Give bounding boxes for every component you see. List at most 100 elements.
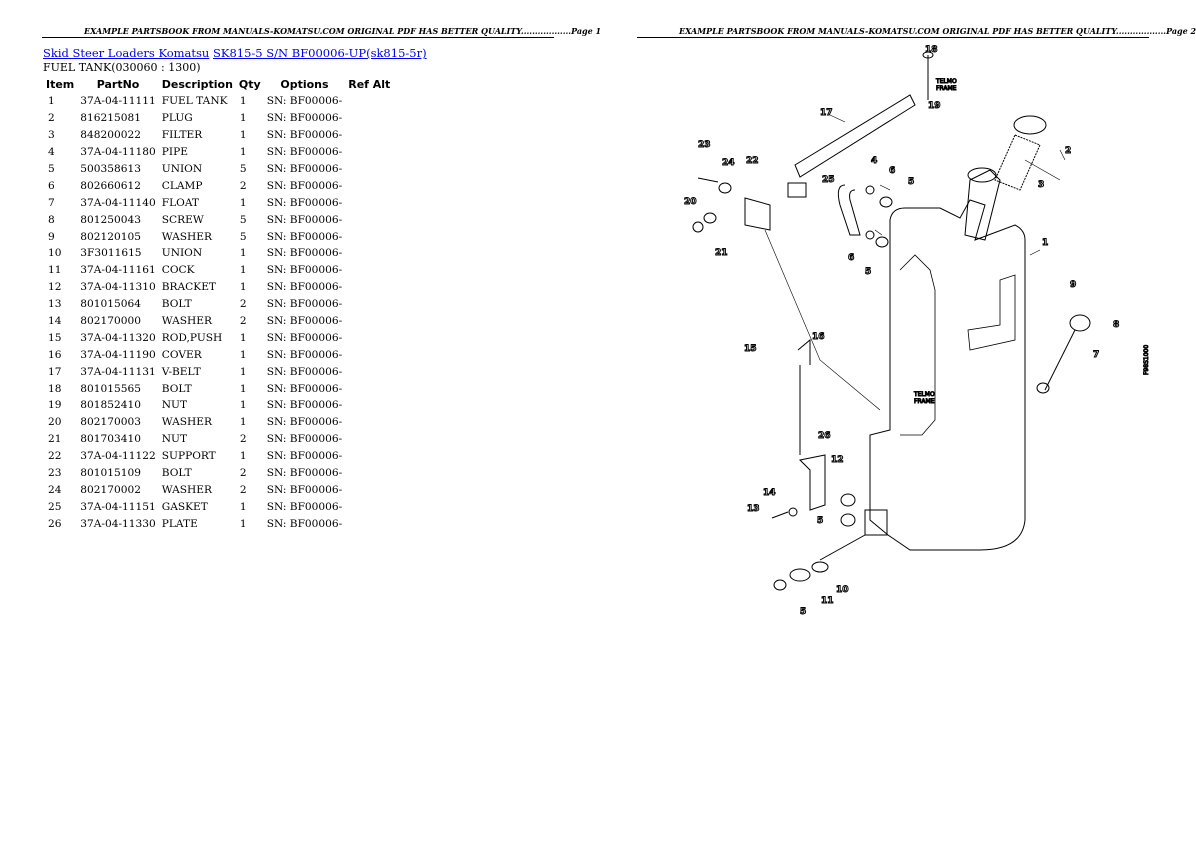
breadcrumb-link-model[interactable]: SK815-5 S/N BF00006-UP(sk815-5r): [213, 46, 427, 60]
cell-partno: 802170003: [80, 416, 141, 429]
drain-leader: [819, 534, 866, 561]
callout-20: 20: [684, 197, 697, 207]
cell-item: 3: [48, 129, 55, 142]
cell-ref-alt: [345, 380, 393, 397]
cell-ref-alt: [345, 110, 393, 127]
cell-ref-alt: [345, 296, 393, 313]
cell-description: NUT: [161, 399, 188, 412]
cell-qty: 1: [239, 146, 247, 159]
callout-5-bottom: 5: [800, 607, 806, 617]
cell-ref-alt: [345, 329, 393, 346]
cell-item: 9: [48, 230, 55, 243]
cell-qty: 5: [239, 213, 247, 226]
cell-partno: 801703410: [80, 433, 141, 446]
callout-13: 13: [747, 504, 760, 514]
callout-21: 21: [715, 248, 728, 258]
cell-item: 25: [48, 500, 62, 513]
cell-item: 8: [48, 213, 55, 226]
cell-ref-alt: [345, 465, 393, 482]
cell-description: BOLT: [161, 382, 192, 395]
filler-plug: [1013, 115, 1047, 135]
cell-ref-alt: [345, 211, 393, 228]
cock-part: [789, 568, 811, 582]
union-5-upper: [879, 196, 893, 208]
callout-19: 19: [928, 101, 941, 111]
figure-code: F98S1000: [1143, 345, 1150, 375]
callout-24: 24: [722, 158, 735, 168]
cell-partno: 848200022: [80, 129, 141, 142]
callout-14: 14: [763, 488, 776, 498]
v-belt: [794, 94, 916, 178]
cell-ref-alt: [345, 127, 393, 144]
cell-item: 12: [48, 281, 62, 294]
column-header-qty: Qty: [238, 78, 261, 91]
cell-partno: 801250043: [80, 213, 141, 226]
parts-table: Item PartNo Description Qty Options Ref …: [43, 76, 393, 532]
fuel-tank-exploded-diagram: 18 19 17 2 3 23 24 22 4 6 5 25 20 21 1 6…: [684, 45, 1151, 618]
washer-14: [788, 507, 798, 517]
cell-ref-alt: [345, 177, 393, 194]
cell-qty: 5: [239, 163, 247, 175]
cell-ref-alt: [345, 448, 393, 465]
cell-partno: 37A-04-11151: [80, 500, 156, 513]
cell-qty: 1: [239, 500, 247, 513]
callout-6-upper: 6: [889, 166, 895, 176]
cell-partno: 801015109: [80, 467, 141, 480]
cell-item: 4: [48, 146, 55, 159]
section-title: FUEL TANK(030060 : 1300): [43, 61, 201, 74]
callout-3: 3: [1038, 180, 1044, 190]
cell-options: SN: BF00006-: [266, 95, 343, 108]
label-telmo-top: TELMO: [935, 78, 957, 85]
header-rule-right: [637, 37, 1149, 38]
cell-description: UNION: [161, 163, 203, 175]
callout-5-lower: 5: [865, 267, 871, 277]
cell-qty: 1: [239, 399, 247, 412]
cell-ref-alt: [345, 228, 393, 245]
cell-description: PIPE: [161, 146, 188, 159]
cell-qty: 2: [239, 298, 247, 311]
cell-item: 6: [48, 179, 55, 192]
cell-description: SCREW: [161, 213, 204, 226]
cell-qty: 1: [239, 247, 247, 260]
page-header-left: EXAMPLE PARTSBOOK FROM MANUALS-KOMATSU.C…: [84, 26, 602, 36]
callout-10: 10: [836, 585, 849, 595]
cell-qty: 2: [239, 433, 247, 446]
column-header-partno: PartNo: [96, 78, 140, 91]
callout-25: 25: [822, 175, 835, 185]
cell-partno: 802660612: [80, 179, 141, 192]
filler-neck-opening: [967, 167, 997, 183]
callout-12: 12: [831, 455, 844, 465]
cell-qty: 1: [239, 264, 247, 277]
cell-options: SN: BF00006-: [266, 112, 343, 125]
union-5-tank: [840, 493, 856, 507]
clamp-6-lower: [865, 230, 875, 240]
callout-11: 11: [821, 596, 834, 606]
cell-description: BOLT: [161, 467, 192, 480]
cell-options: SN: BF00006-: [266, 196, 343, 209]
bracket-12: [798, 454, 826, 511]
cell-item: 11: [48, 264, 62, 277]
fuel-tank-step: [967, 274, 1016, 351]
cell-qty: 1: [239, 517, 247, 530]
cell-description: COVER: [161, 348, 202, 361]
cell-item: 16: [48, 348, 62, 361]
cell-item: 10: [48, 247, 62, 260]
cell-partno: 802170002: [80, 483, 141, 496]
callout-9: 9: [1070, 280, 1076, 290]
breadcrumb-link-category[interactable]: Skid Steer Loaders Komatsu: [43, 46, 210, 60]
cell-description: FUEL TANK: [161, 95, 228, 108]
cell-ref-alt: [345, 245, 393, 262]
callout-2: 2: [1065, 146, 1071, 156]
cell-description: PLATE: [161, 517, 198, 530]
cell-item: 17: [48, 365, 62, 378]
cell-description: ROD,PUSH: [161, 331, 223, 344]
cell-ref-alt: [345, 313, 393, 330]
cell-partno: 801015565: [80, 382, 141, 395]
cell-description: FILTER: [161, 129, 203, 142]
